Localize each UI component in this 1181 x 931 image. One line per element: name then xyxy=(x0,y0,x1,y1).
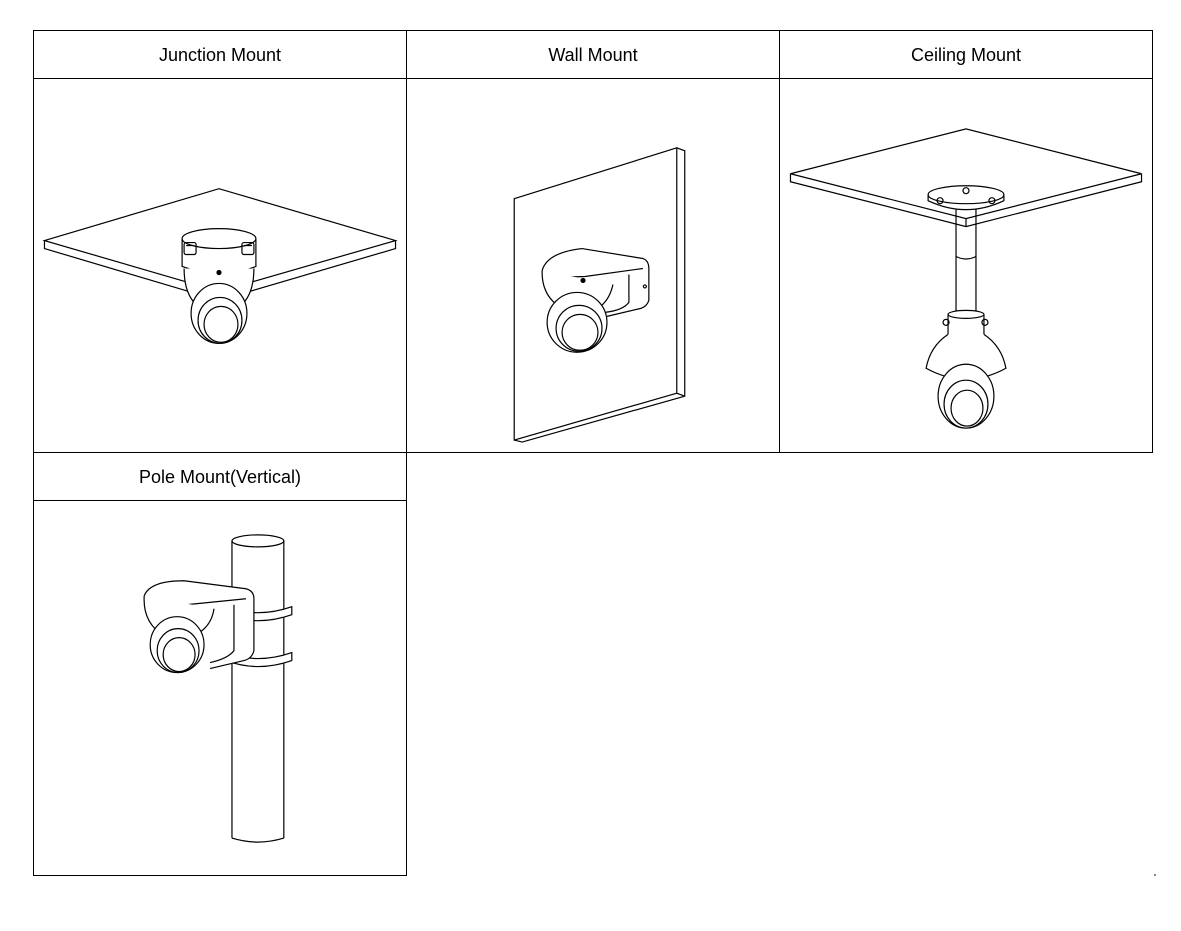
mount-title-wall: Wall Mount xyxy=(407,31,779,79)
mount-title-pole: Pole Mount(Vertical) xyxy=(34,453,406,501)
mount-cell-junction: Junction Mount xyxy=(33,30,407,453)
mount-title-junction: Junction Mount xyxy=(34,31,406,79)
junction-mount-illustration xyxy=(34,79,406,452)
wall-mount-illustration xyxy=(407,79,779,452)
mount-cell-wall: Wall Mount xyxy=(406,30,780,453)
ceiling-mount-illustration xyxy=(780,79,1152,452)
mount-cell-ceiling: Ceiling Mount xyxy=(779,30,1153,453)
stray-mark xyxy=(1154,874,1156,876)
mount-title-ceiling: Ceiling Mount xyxy=(780,31,1152,79)
mount-cell-pole: Pole Mount(Vertical) xyxy=(33,452,407,876)
pole-mount-illustration xyxy=(34,501,406,875)
